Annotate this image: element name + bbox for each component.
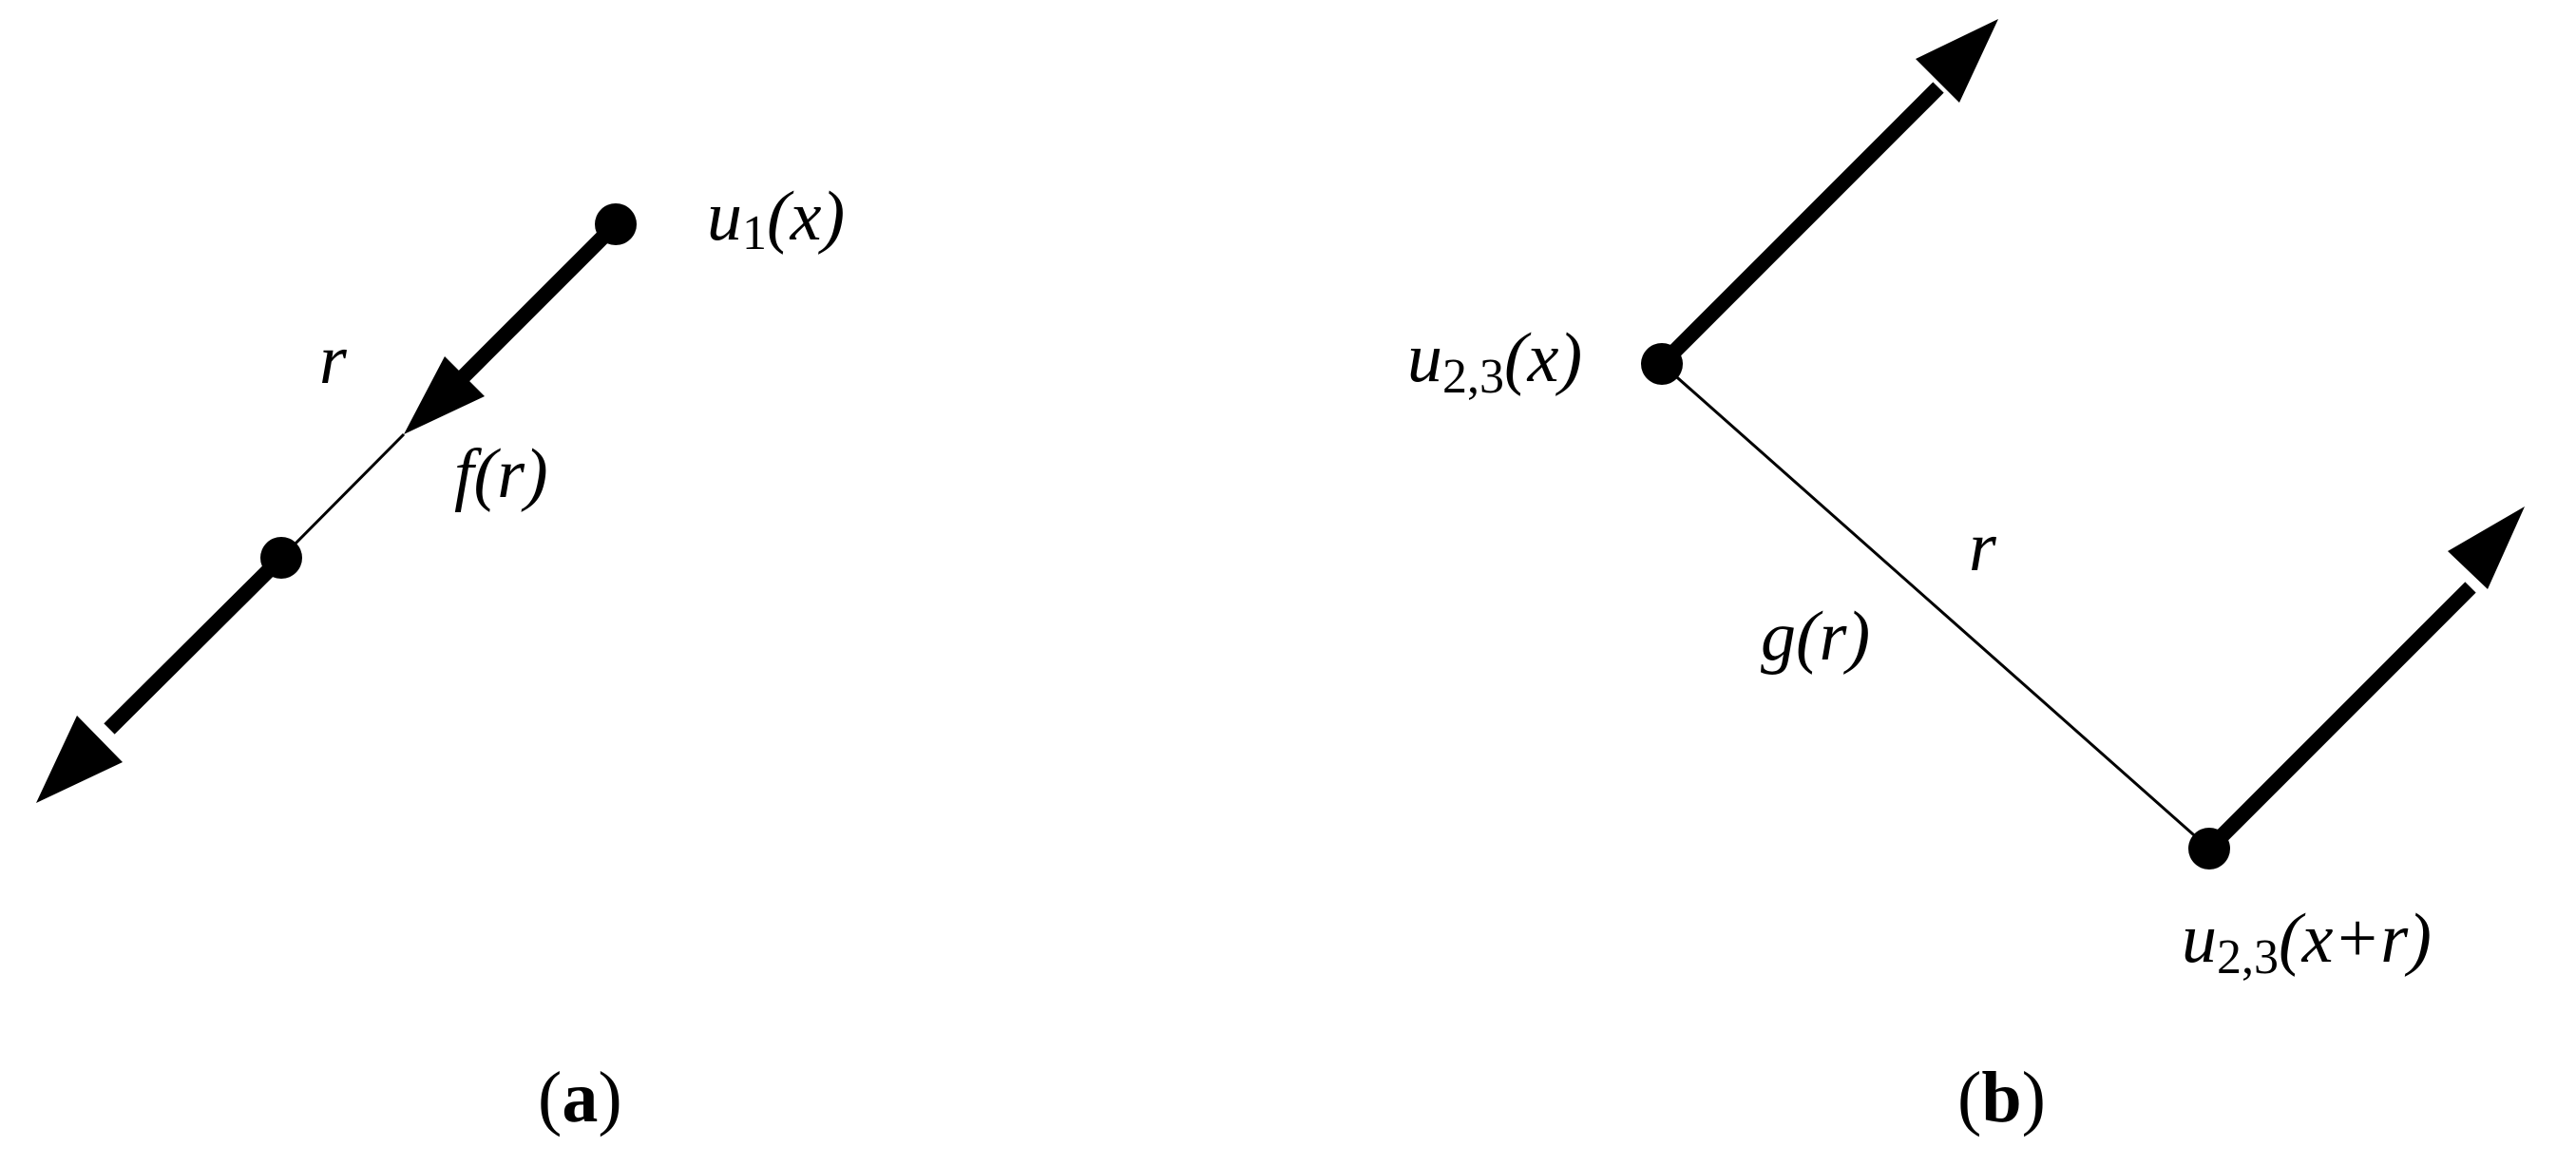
label-u1-x: u1(x) (707, 178, 845, 260)
label-distance-r-a: r (319, 321, 348, 399)
point-u1 (595, 203, 637, 245)
velocity-arrow-shaft-u1 (458, 219, 621, 382)
velocity-arrowhead-lower-a (36, 716, 123, 803)
caption-a: (a) (538, 1058, 622, 1137)
separation-line-b (1661, 362, 2210, 851)
label-u23-x: u2,3(x) (1407, 319, 1582, 404)
label-u23-x-plus-r: u2,3(x+r) (2182, 900, 2432, 984)
point-lower-a (260, 537, 302, 579)
panel-a: u1(x) r f(r) (a) (36, 178, 845, 1137)
caption-b: (b) (1957, 1058, 2046, 1137)
velocity-arrowhead-u1 (404, 356, 485, 434)
label-distance-r-b: r (1969, 508, 1997, 586)
velocity-arrowhead-upper-b (1916, 19, 1998, 103)
panel-b: u2,3(x) u2,3(x+r) r g(r) (b) (1407, 19, 2525, 1137)
label-f-of-r: f(r) (454, 435, 548, 513)
point-u23-x-plus-r (2188, 828, 2230, 870)
velocity-arrowhead-lower-b (2448, 507, 2525, 589)
label-g-of-r: g(r) (1761, 598, 1870, 676)
velocity-arrow-shaft-lower-a (104, 552, 287, 735)
velocity-arrow-shaft-lower-b (2204, 582, 2476, 854)
velocity-arrow-shaft-upper-b (1656, 82, 1944, 370)
point-u23-x (1641, 343, 1683, 385)
separation-line-a (279, 432, 406, 560)
